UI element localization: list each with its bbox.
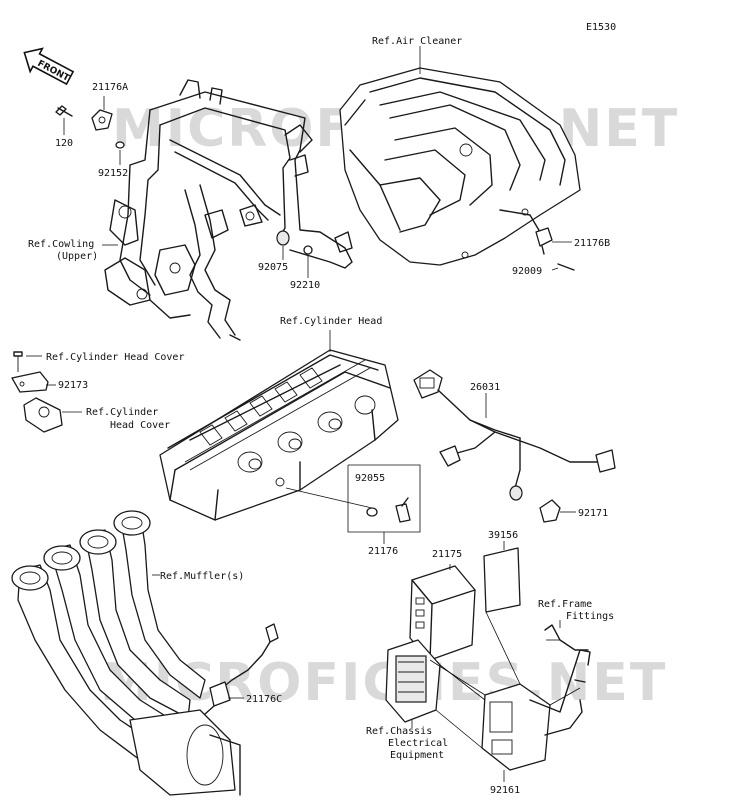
- part-21176-callout-box: [347, 464, 421, 544]
- label-ref-frame-line1: Ref.Frame: [538, 599, 592, 610]
- label-21176A: 21176A: [92, 82, 128, 93]
- part-92173-bracket: [11, 371, 56, 393]
- label-92173: 92173: [58, 380, 88, 391]
- label-92171: 92171: [578, 508, 608, 519]
- front-arrow-icon: FRONT: [23, 47, 75, 86]
- label-ref-cowling-line1: Ref.Cowling: [28, 239, 94, 250]
- label-92009: 92009: [512, 266, 542, 277]
- label-ref-chassis-line2: Electrical: [388, 738, 448, 749]
- cowling-bracket-frame: [104, 79, 353, 341]
- label-ref-chassis-line1: Ref.Chassis: [366, 726, 432, 737]
- exhaust-headers: [11, 510, 241, 796]
- label-ref-mufflers: Ref.Muffler(s): [160, 571, 244, 582]
- label-92075: 92075: [258, 262, 288, 273]
- ecu-chassis-electrical: [385, 639, 441, 723]
- label-21176: 21176: [368, 546, 398, 557]
- label-120: 120: [55, 138, 73, 149]
- label-ref-air-cleaner: Ref.Air Cleaner: [372, 36, 462, 47]
- label-21175: 21175: [432, 549, 462, 560]
- diagram-code: E1530: [586, 22, 616, 33]
- label-ref-cyl-line2: Head Cover: [110, 420, 170, 431]
- label-39156: 39156: [488, 530, 518, 541]
- label-92152: 92152: [98, 168, 128, 179]
- label-26031: 26031: [470, 382, 500, 393]
- label-92210: 92210: [290, 280, 320, 291]
- cylinder-head-cover-part: [23, 397, 82, 433]
- label-92055: 92055: [355, 473, 385, 484]
- air-cleaner-housing: [339, 46, 581, 266]
- part-92171-clamp: [539, 499, 576, 523]
- part-92075-grommet: [276, 230, 290, 260]
- wiring-harness-26031: [413, 369, 616, 501]
- part-120-bolt: [55, 105, 73, 135]
- label-ref-cylinder-head-cover: Ref.Cylinder Head Cover: [46, 352, 184, 363]
- cylinder-head: [159, 330, 399, 521]
- part-92152-washer: [115, 141, 125, 165]
- label-ref-chassis-line3: Equipment: [390, 750, 444, 761]
- leader-lines-ecu: [411, 611, 581, 749]
- label-ref-frame-line2: Fittings: [566, 611, 614, 622]
- cylinder-head-cover-bolt: [13, 351, 42, 372]
- o2-sensor-21176C: [204, 623, 279, 715]
- label-92161: 92161: [490, 785, 520, 796]
- label-21176C: 21176C: [246, 694, 282, 705]
- part-92210-nut: [303, 245, 313, 278]
- label-21176B: 21176B: [574, 238, 610, 249]
- part-92009-screw: [551, 263, 575, 271]
- part-39156-pad: [483, 541, 521, 613]
- part-21176B-sensor: [535, 227, 572, 255]
- label-ref-cowling-line2: (Upper): [56, 251, 98, 262]
- ecu-21175: [409, 564, 476, 661]
- label-ref-cylinder-head: Ref.Cylinder Head: [280, 316, 382, 327]
- part-21176A-sensor: [91, 96, 113, 131]
- label-ref-cyl-line1: Ref.Cylinder: [86, 407, 158, 418]
